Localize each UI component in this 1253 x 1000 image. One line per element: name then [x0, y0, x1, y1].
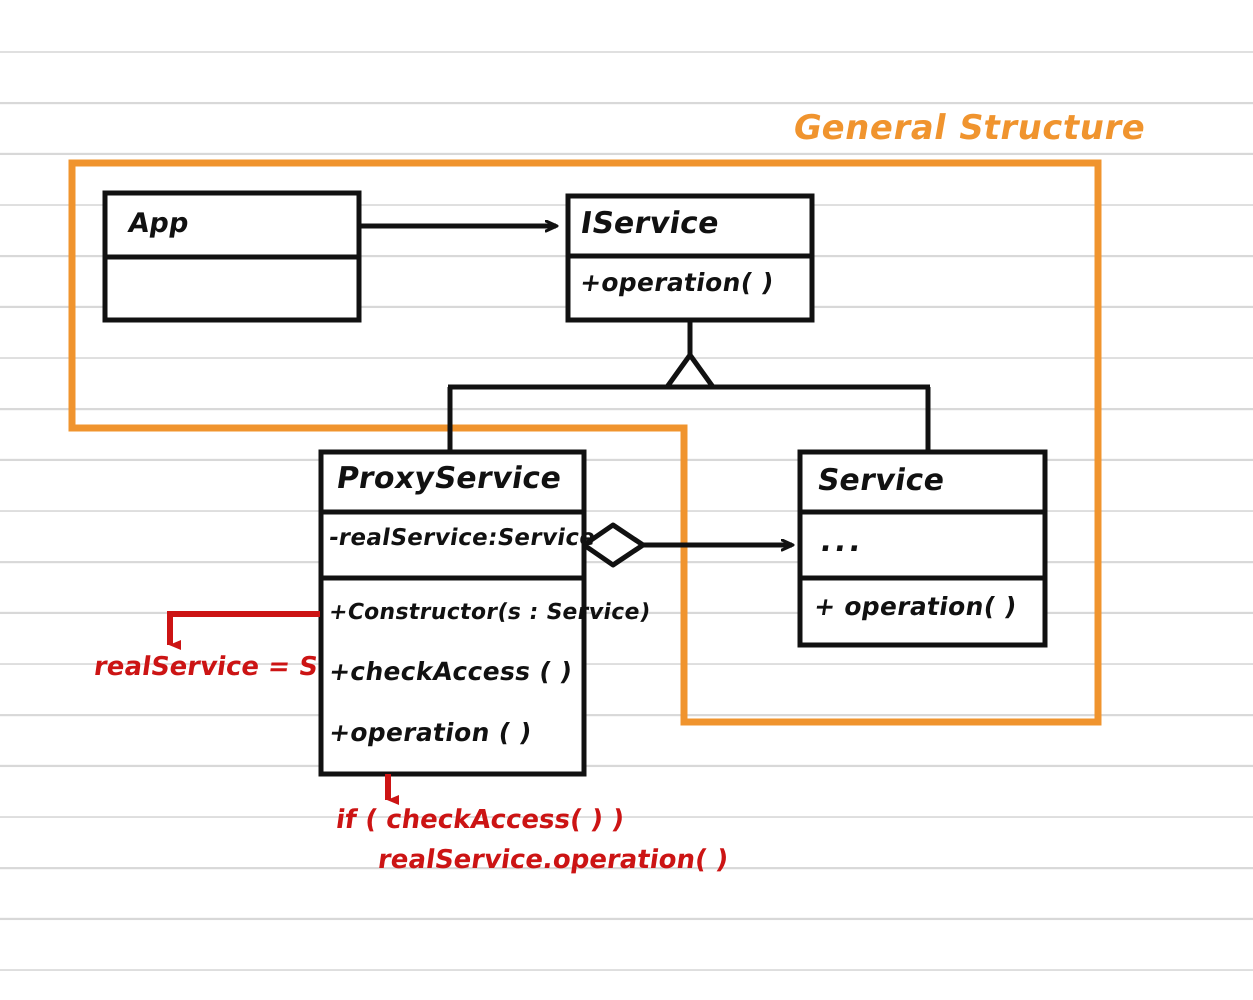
class-name-app: App: [126, 208, 192, 239]
annotation-operation-body-line1: if ( checkAccess( ) ): [334, 805, 626, 835]
annotation-realservice-assignment: realService = S: [92, 652, 320, 682]
annotation-operation-body-line2: realService.operation( ): [376, 845, 731, 875]
relationship-generalization-to-iservice: [447, 320, 931, 452]
class-box-service[interactable]: [797, 449, 1048, 648]
class-name-iservice: IService: [578, 206, 722, 241]
relationship-proxy-aggregates-service: [581, 522, 792, 568]
class-method-proxyservice-checkaccess: +checkAccess ( ): [327, 657, 575, 686]
class-name-proxyservice: ProxyService: [334, 461, 565, 496]
orange-highlight-region: [68, 159, 1102, 726]
class-attribute-service-ellipsis: ...: [818, 524, 867, 559]
annotation-leader-realservice-assignment: [167, 611, 320, 650]
class-member-iservice-operation: +operation( ): [578, 268, 776, 297]
class-attribute-proxyservice-realservice: -realService:Service: [327, 525, 598, 551]
class-box-proxyservice[interactable]: [318, 449, 587, 777]
class-method-service-operation: + operation( ): [812, 592, 1019, 621]
class-method-proxyservice-constructor: +Constructor(s : Service): [327, 600, 653, 625]
class-method-proxyservice-operation: +operation ( ): [327, 718, 534, 747]
class-name-service: Service: [815, 463, 948, 498]
diagram-title: General Structure: [790, 108, 1150, 148]
class-box-app[interactable]: [102, 190, 362, 323]
